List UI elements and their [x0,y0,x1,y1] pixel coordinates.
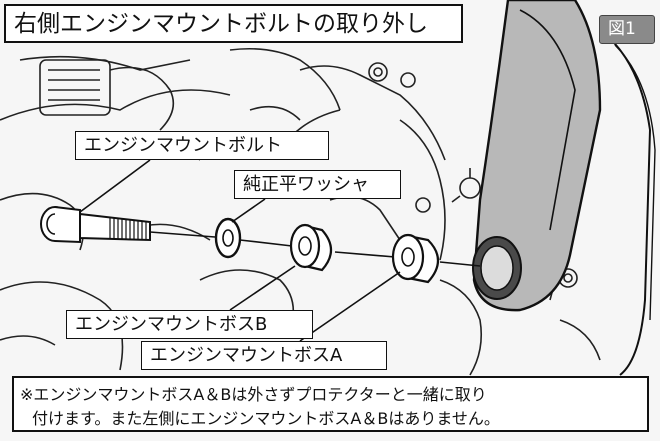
protector-frame [472,0,656,376]
engine-mount-boss-b [289,223,333,272]
callout-washer: 純正平ワッシャ [234,170,401,199]
note-line-2: 付けます。また左側にエンジンマウントボスA＆Bはありません。 [32,409,500,428]
flat-washer [214,217,242,259]
note-box: ※エンジンマウントボスA＆Bは外さずプロテクターと一緒に取り 付けます。また左側… [12,376,649,432]
alignment-line [149,231,481,267]
callout-boss-b: エンジンマウントボスB [66,310,313,339]
callout-engine-mount-bolt: エンジンマウントボルト [75,131,329,160]
engine-mount-bolt [40,206,151,244]
callout-boss-a: エンジンマウントボスA [141,341,387,370]
engine-mount-boss-a [391,233,440,284]
leader-lines [79,159,401,342]
leader-boss-a [299,271,401,342]
note-line-1: ※エンジンマウントボスA＆Bは外さずプロテクターと一緒に取り [20,385,487,404]
page-title: 右側エンジンマウントボルトの取り外し [4,4,463,43]
leader-boss-b [229,265,296,311]
exploded-parts [40,206,481,284]
leader-bolt [79,159,151,213]
leader-washer [231,198,266,223]
figure-badge: 図1 [599,15,655,44]
